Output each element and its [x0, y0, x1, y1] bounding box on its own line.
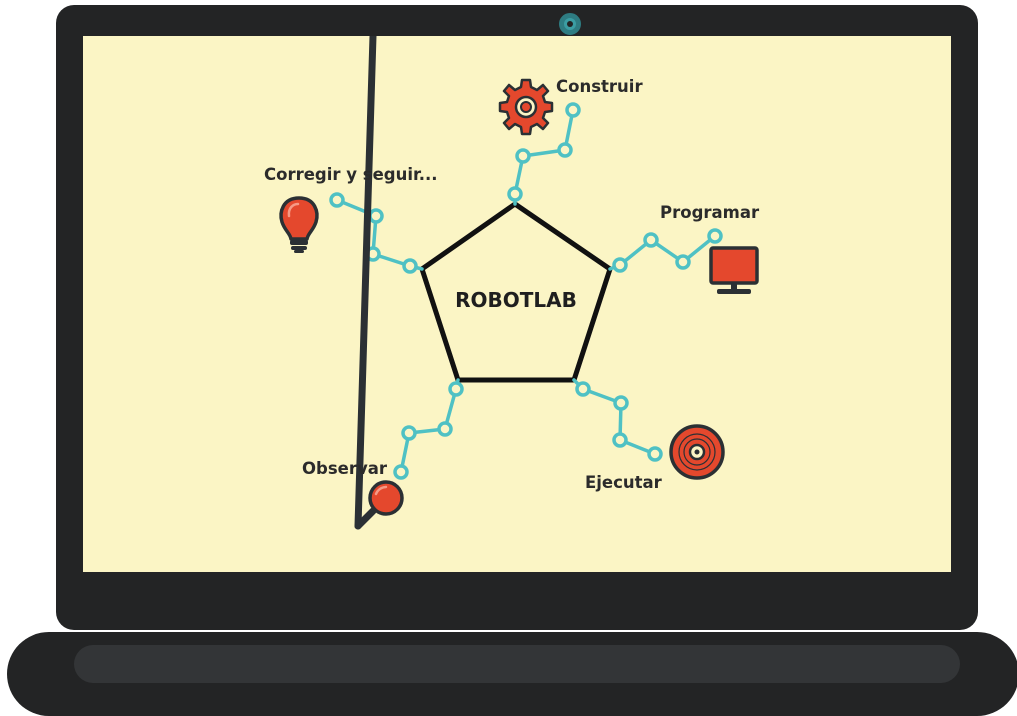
laptop-base-groove — [74, 645, 960, 683]
magnifier-icon — [354, 36, 404, 530]
monitor-icon — [709, 246, 759, 294]
step-label-corregir: Corregir y seguir... — [264, 165, 438, 184]
center-label: ROBOTLAB — [455, 288, 577, 312]
lightbulb-icon — [279, 196, 319, 253]
webcam-icon — [559, 13, 581, 35]
gear-icon — [498, 78, 554, 136]
disc-icon — [669, 424, 725, 480]
robotlab-cycle-diagram: ROBOTLAB Con — [264, 36, 760, 530]
center-pentagon — [419, 200, 613, 383]
step-label-ejecutar: Ejecutar — [585, 473, 663, 492]
step-label-construir: Construir — [556, 77, 643, 96]
step-label-programar: Programar — [660, 203, 760, 222]
laptop-screen: ROBOTLAB Con — [83, 36, 951, 572]
step-label-observar: Observar — [302, 459, 388, 478]
